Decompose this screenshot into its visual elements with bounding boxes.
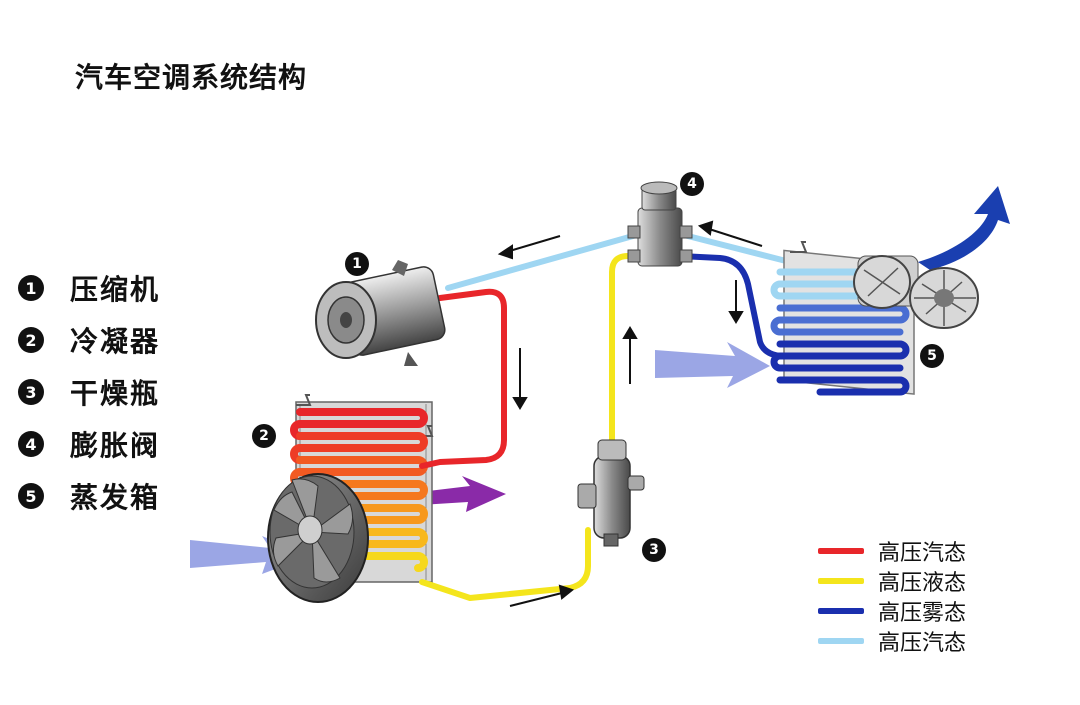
badge-evaporator: 5 — [920, 344, 944, 368]
legend: 高压汽态 高压液态 高压雾态 高压汽态 — [818, 536, 966, 656]
number-badge: 2 — [18, 327, 44, 353]
number-badge: 4 — [18, 431, 44, 457]
legend-label: 高压雾态 — [878, 601, 967, 626]
legend-label: 高压液态 — [878, 571, 967, 596]
component-label: 膨胀阀 — [70, 429, 161, 462]
condenser-fan — [267, 473, 369, 603]
page-title: 汽车空调系统结构 — [75, 61, 308, 94]
badge-expansion-valve: 4 — [680, 172, 704, 196]
legend-swatch — [818, 548, 864, 554]
legend-item: 高压汽态 — [818, 626, 966, 656]
legend-item: 高压雾态 — [818, 596, 966, 626]
blower-fan — [853, 255, 979, 329]
legend-item: 高压汽态 — [818, 536, 966, 566]
component-label: 冷凝器 — [70, 325, 161, 358]
number-badge: 3 — [18, 379, 44, 405]
list-item: 4 膨胀阀 — [18, 418, 160, 470]
number-badge: 5 — [18, 483, 44, 509]
badge-drier: 3 — [642, 538, 666, 562]
compressor — [315, 260, 446, 366]
legend-label: 高压汽态 — [878, 541, 967, 566]
legend-item: 高压液态 — [818, 566, 966, 596]
airflow-arrow-up — [918, 186, 1010, 270]
receiver-drier — [577, 439, 645, 547]
list-item: 3 干燥瓶 — [18, 366, 160, 418]
legend-swatch — [818, 638, 864, 644]
badge-compressor: 1 — [345, 252, 369, 276]
badge-condenser: 2 — [252, 424, 276, 448]
number-badge: 1 — [18, 275, 44, 301]
legend-swatch — [818, 578, 864, 584]
expansion-valve — [627, 181, 693, 267]
component-label: 干燥瓶 — [70, 377, 161, 410]
list-item: 1 压缩机 — [18, 262, 160, 314]
list-item: 5 蒸发箱 — [18, 470, 160, 522]
component-label: 压缩机 — [70, 273, 161, 306]
legend-label: 高压汽态 — [878, 631, 967, 656]
legend-swatch — [818, 608, 864, 614]
airflow-arrow-out — [420, 476, 506, 512]
airflow-arrow-evap — [655, 342, 770, 388]
flow-arrows — [497, 220, 763, 607]
list-item: 2 冷凝器 — [18, 314, 160, 366]
component-list: 1 压缩机 2 冷凝器 3 干燥瓶 4 膨胀阀 5 蒸发箱 — [18, 262, 160, 522]
component-label: 蒸发箱 — [70, 481, 161, 514]
